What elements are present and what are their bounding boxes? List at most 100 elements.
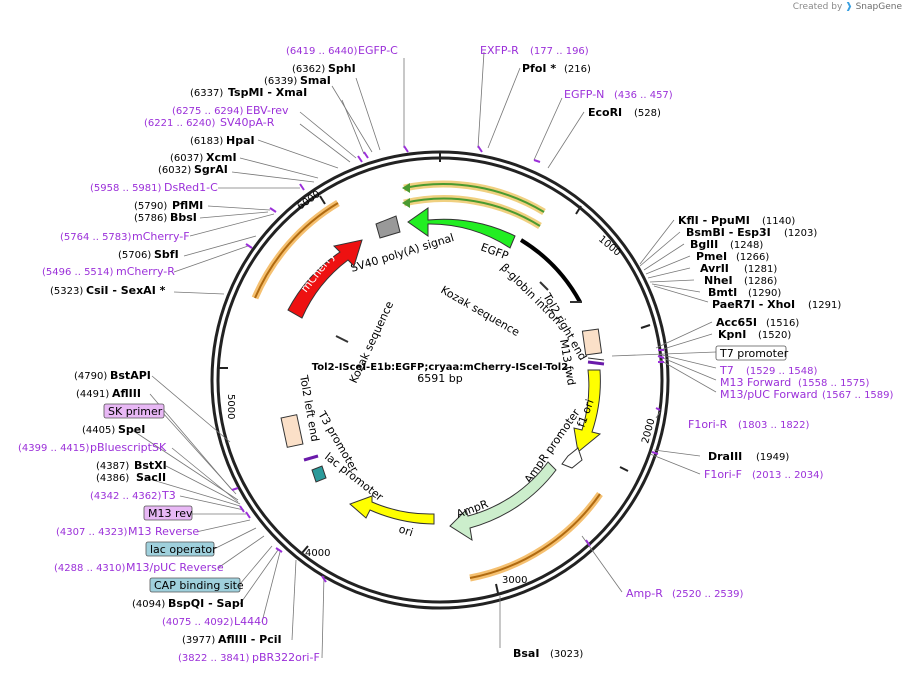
bsmbi-name: BsmBI - Esp3I: [686, 226, 771, 239]
m13-fwd-mark-1: [587, 357, 605, 361]
sbfi-pos: (5706): [118, 250, 151, 261]
ecori-name: EcoRI: [588, 106, 622, 119]
smai-pos: (6339): [264, 76, 297, 87]
t3-promoter-mark: [303, 454, 319, 462]
pflmi-pos: (5790): [134, 201, 167, 212]
smai-name: SmaI: [300, 74, 331, 87]
kozak-label-top: Kozak sequence: [439, 283, 523, 339]
pmei-pos: (1266): [736, 252, 769, 263]
paer7i-name: PaeR7I - XhoI: [712, 298, 795, 311]
xcmi-name: XcmI: [206, 151, 237, 164]
avrii-pos: (1281): [744, 264, 777, 275]
bmti-name: BmtI: [708, 286, 737, 299]
sv40-polya-feature[interactable]: [375, 215, 401, 239]
bbsi-name: BbsI: [170, 211, 197, 224]
m13-rev-box: [143, 505, 193, 521]
afliii-pos: (4491): [76, 389, 109, 400]
right-labels: BsaI (3023) Amp-R (2520 .. 2539) F1ori-F…: [480, 44, 894, 660]
afliii-name: AflIII: [112, 387, 141, 400]
tspmi-name: TspMI - XmaI: [228, 86, 307, 99]
f1ori-r-pos: (1803 .. 1822): [738, 420, 810, 431]
sgrai-name: SgrAI: [194, 163, 228, 176]
t7-promoter-label: T7 promoter: [719, 347, 789, 360]
kozak-top-mark: [539, 281, 549, 291]
f1ori-f-name: F1ori-F: [704, 468, 742, 481]
l4440-name: L4440: [234, 615, 268, 628]
tick-4000: 4000: [305, 548, 330, 559]
ori-label: ori: [397, 522, 415, 539]
m13-forward-name: M13 Forward: [720, 376, 791, 389]
ebv-rev-name: EBV-rev: [246, 104, 289, 117]
spei-pos: (4405): [82, 425, 115, 436]
avrii-name: AvrII: [700, 262, 729, 275]
nhei-pos: (1286): [744, 276, 777, 287]
bsai-name: BsaI: [513, 647, 539, 660]
leader-lines: [131, 51, 717, 659]
lac-operator-label: lac operator: [150, 543, 217, 556]
hpai-name: HpaI: [226, 134, 255, 147]
cap-binding-site-label: CAP binding site: [154, 579, 244, 592]
pflmi-name: PflMI: [172, 199, 203, 212]
kpni-pos: (1520): [758, 330, 791, 341]
f1ori-f-pos: (2013 .. 2034): [752, 470, 824, 481]
f1-ori-feature[interactable]: [573, 369, 602, 453]
egfp-feature[interactable]: [407, 207, 516, 249]
snapgene-logo-icon: ❱: [845, 2, 853, 12]
csii-name: CsiI - SexAI *: [86, 284, 166, 297]
ampr-feature[interactable]: [449, 461, 557, 542]
plasmid-size: 6591 bp: [417, 372, 462, 385]
t7-promoter-feature: [581, 328, 603, 356]
ampr-primer-band: [469, 491, 603, 582]
beta-globin-intron-feature: [519, 238, 582, 303]
m13-puc-reverse-name: M13/pUC Reverse: [126, 561, 224, 574]
acc65i-pos: (1516): [766, 318, 799, 329]
bspqi-name: BspQI - SapI: [168, 597, 244, 610]
egfp-primer-band-outer-core: [403, 183, 545, 213]
kpni-name: KpnI: [718, 328, 746, 341]
lac-operator-box: [145, 541, 215, 557]
kozak-left-mark: [335, 335, 349, 343]
sacii-name: SacII: [136, 471, 166, 484]
m13-puc-forward-name: M13/pUC Forward: [720, 388, 818, 401]
bsmbi-pos: (1203): [784, 228, 817, 239]
pfoi-name: PfoI *: [522, 62, 556, 75]
left-labels: (6419 .. 6440) EGFP-C (6362) SphI (6339)…: [18, 44, 398, 664]
plasmid-name: Tol2-ISceI-E1b:EGFP;cryaa:mCherry-ISceI-…: [312, 362, 568, 373]
hpai-pos: (6183): [190, 136, 223, 147]
mcherry-r-pos: (5496 .. 5514): [42, 267, 114, 278]
bspqi-pos: (4094): [132, 599, 165, 610]
kfli-name: KflI - PpuMI: [678, 214, 750, 227]
pbr322ori-f-name: pBR322ori-F: [252, 651, 320, 664]
t7-pos: (1529 .. 1548): [746, 366, 818, 377]
tick-3000: 3000: [502, 575, 527, 586]
tol2-left-end-feature: [280, 414, 304, 448]
ampr-promoter-feature: [561, 447, 583, 469]
sv40pa-r-name: SV40pA-R: [220, 116, 275, 129]
bmti-pos: (1290): [748, 288, 781, 299]
bsai-pos: (3023): [550, 649, 583, 660]
pmei-name: PmeI: [696, 250, 727, 263]
f1ori-r-name: F1ori-R: [688, 418, 728, 431]
t3-pos: (4342 .. 4362): [90, 491, 162, 502]
ori-feature[interactable]: [349, 495, 435, 525]
mcherry-feature[interactable]: [287, 239, 363, 319]
mcherry-primer-band-core: [254, 202, 339, 299]
sphi-name: SphI: [328, 62, 356, 75]
amp-r-pos: (2520 .. 2539): [672, 589, 744, 600]
m13-forward-pos: (1558 .. 1575): [798, 378, 870, 389]
egfp-band-arrow-1: [402, 183, 410, 193]
egfp-primer-band-inner-core: [403, 197, 541, 227]
xcmi-pos: (6037): [170, 153, 203, 164]
bglii-pos: (1248): [730, 240, 763, 251]
exfp-r-name: EXFP-R: [480, 44, 519, 57]
bstapi-pos: (4790): [74, 371, 107, 382]
pbr322ori-f-pos: (3822 .. 3841): [178, 653, 250, 664]
tspmi-pos: (6337): [190, 88, 223, 99]
m13-puc-forward-pos: (1567 .. 1589): [822, 390, 894, 401]
ampr-primer-band-core: [469, 493, 601, 579]
bstapi-name: BstAPI: [110, 369, 151, 382]
ticks: [219, 152, 651, 594]
m13-reverse-name: M13 Reverse: [128, 525, 199, 538]
nhei-name: NheI: [704, 274, 733, 287]
